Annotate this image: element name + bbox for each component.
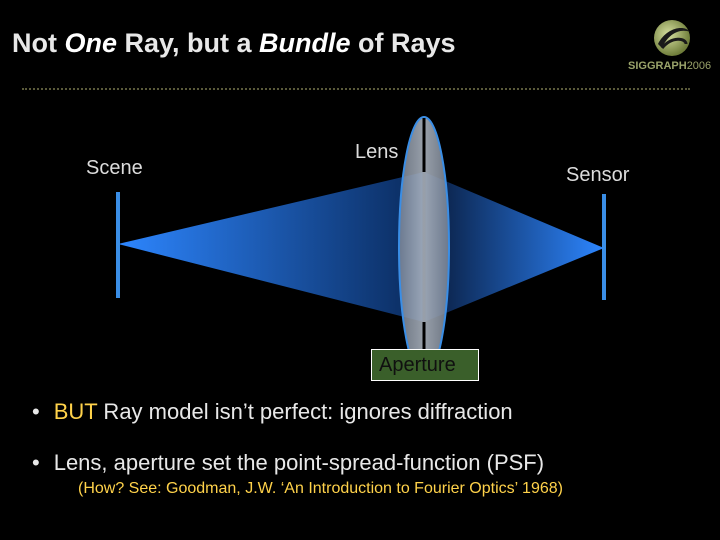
ray-bundle-left xyxy=(118,172,424,322)
title-divider xyxy=(22,88,690,90)
bullet-1-text: Ray model isn’t perfect: ignores diffrac… xyxy=(97,399,513,424)
bullet-2: • Lens, aperture set the point-spread-fun… xyxy=(32,450,544,476)
reference-text: (How? See: Goodman, J.W. ‘An Introductio… xyxy=(78,480,563,497)
bullet-1: • BUT Ray model isn’t perfect: ignores di… xyxy=(32,399,513,425)
title-part-2: One xyxy=(64,28,117,58)
title-part-1: Not xyxy=(12,28,65,58)
siggraph-logo-icon xyxy=(654,20,690,56)
bullet-1-highlight: BUT xyxy=(53,399,98,424)
title-part-5: of Rays xyxy=(350,28,456,58)
logo-text: SIGGRAPH2006 xyxy=(628,60,711,72)
aperture-label: Aperture xyxy=(379,354,456,376)
logo-year: 2006 xyxy=(686,60,712,72)
title-part-4: Bundle xyxy=(259,28,351,58)
scene-label: Scene xyxy=(86,157,143,179)
bullet-1-marker: • xyxy=(32,399,40,424)
sensor-label: Sensor xyxy=(566,164,630,186)
logo-name: SIGGRAPH xyxy=(628,60,687,72)
lens-label: Lens xyxy=(355,141,399,163)
ray-bundle-right xyxy=(424,172,604,322)
sensor-plane xyxy=(602,194,606,300)
aperture-label-box xyxy=(371,349,479,381)
bullet-2-text: Lens, aperture set the point-spread-func… xyxy=(53,450,545,475)
title-part-3: Ray, but a xyxy=(117,28,260,58)
slide-title: Not One Ray, but a Bundle of Rays xyxy=(12,28,456,59)
bullet-2-marker: • xyxy=(32,450,40,475)
scene-plane xyxy=(116,192,120,298)
